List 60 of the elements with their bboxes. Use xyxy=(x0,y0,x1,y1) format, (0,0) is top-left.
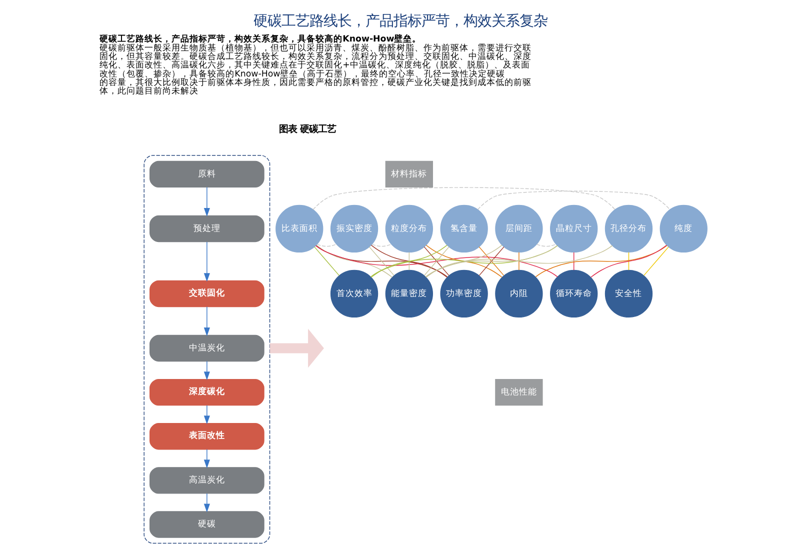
node-circle: 晶粒尺寸 xyxy=(550,204,598,253)
connector xyxy=(315,245,448,278)
connector xyxy=(316,244,336,247)
arrow xyxy=(203,242,210,282)
node-box: 原料 xyxy=(149,160,264,188)
node-circle: 首次效率 xyxy=(330,270,378,318)
connector xyxy=(312,187,615,210)
connector xyxy=(536,244,556,247)
arrow xyxy=(269,328,324,368)
connector xyxy=(371,244,392,247)
node-box: 硬碳 xyxy=(149,511,264,538)
connector xyxy=(628,252,629,270)
connector xyxy=(534,245,667,278)
node-circle: 能量密度 xyxy=(384,270,432,318)
node-box: 交联固化 xyxy=(149,280,264,308)
node-box: 表面改性 xyxy=(149,423,264,450)
connector xyxy=(425,244,502,278)
connector xyxy=(643,246,668,276)
node-box: 深度碳化 xyxy=(149,378,264,406)
node-box: 中温炭化 xyxy=(149,334,264,362)
connector xyxy=(478,246,504,276)
arrow xyxy=(203,493,210,512)
node-box: 电池性能 xyxy=(494,378,542,406)
node-circle: 功率密度 xyxy=(440,270,488,318)
connector xyxy=(476,190,670,210)
node-circle: 内阻 xyxy=(494,270,542,318)
connector xyxy=(370,245,558,278)
node-circle: 孔径分布 xyxy=(604,204,652,253)
connector xyxy=(518,252,519,270)
node-circle: 层间距 xyxy=(494,204,542,253)
connector xyxy=(314,246,339,276)
connector xyxy=(316,244,392,278)
node-box: 预处理 xyxy=(149,215,264,242)
node-circle: 氢含量 xyxy=(440,204,488,253)
node-box: 材料指标 xyxy=(384,160,432,188)
connector xyxy=(314,245,558,278)
node-box: 高温炭化 xyxy=(149,467,264,494)
arrow xyxy=(203,360,210,380)
node-circle: 比表面积 xyxy=(275,204,323,253)
cluster xyxy=(143,155,270,544)
diagram-title: 硬碳工艺路线长，产品指标严苛，构效关系复杂 xyxy=(253,13,547,30)
connector xyxy=(423,246,449,276)
connector xyxy=(573,252,574,270)
node-circle: 安全性 xyxy=(604,270,652,318)
connector xyxy=(370,244,447,278)
label: 图表 硬碳工艺 xyxy=(278,124,336,135)
node-circle: 振实密度 xyxy=(330,204,378,253)
connector xyxy=(368,246,394,276)
connector xyxy=(590,244,666,278)
label: 硬碳工艺路线长，产品指标严苛，构效关系复杂，具备较高的Know-How壁垒。硬碳前驱体一般采用生物质基（植物基），但也可以采用沥青、煤炭、酚醛树脂、作为前驱体，需要进行交联固化，但其容量较差。硬碳合成工艺路线较长，构效关系复杂，流程分为预处理、交联固化、中温碳化、深度纯化、表面改性、高温碳化六步，其中关键难点在于交联固化+中温碳化、深度纯化（脱胶、脱脂）、及表面改性（包覆、掺杂），具备较高的Know-How壁垒（高于石墨），最终的空心率、孔径一致性决定硬碳的容量，其很大比例取决于前驱体本身性质，因此需要严格的原料管控，硬碳产业化关键是找到成本低的前驱体，此问题目前尚未解决 xyxy=(99,34,532,97)
node-circle: 粒度分布 xyxy=(384,204,432,253)
arrow xyxy=(203,306,210,336)
arrow xyxy=(203,186,210,217)
node-circle: 纯度 xyxy=(659,204,707,253)
arrow xyxy=(203,405,210,424)
connector xyxy=(424,245,612,278)
connector xyxy=(425,245,557,278)
arrow xyxy=(203,449,210,468)
connector xyxy=(408,252,410,270)
node-circle: 循环寿命 xyxy=(550,270,598,318)
